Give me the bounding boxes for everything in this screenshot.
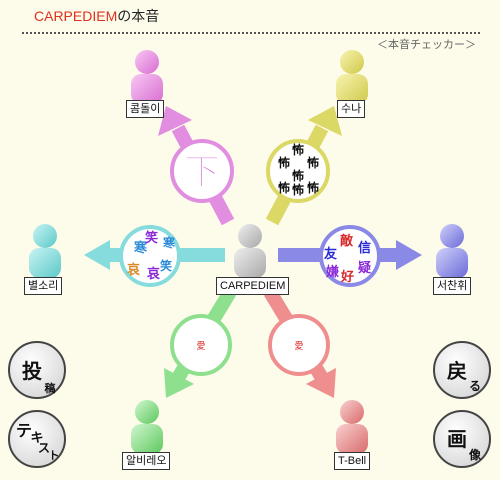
bubble-char: 怖 [278, 155, 290, 170]
header-divider [22, 32, 480, 34]
person-top-right-icon [336, 50, 368, 104]
person-right-icon [436, 224, 468, 278]
bubble-top-right: 怖 怖 怖 怖 怖 怖 怖 [266, 139, 330, 203]
bubble-char: 愛 [196, 340, 205, 352]
bubble-char: 怖 [292, 142, 304, 157]
image-char: 像 [469, 447, 482, 462]
person-label-right[interactable]: 서찬휘 [433, 277, 472, 295]
bubble-char: 笑 [160, 258, 172, 273]
text-char: キ [30, 431, 43, 446]
title-suffix: の本音 [117, 9, 160, 25]
bubble-char: 哀 [147, 266, 161, 282]
bubble-char: 信 [358, 240, 371, 256]
bubble-char: 愛 [294, 340, 303, 352]
text-char: ス [38, 441, 50, 455]
person-label-left[interactable]: 별소리 [24, 277, 63, 295]
bubble-bottom-right: 愛 [268, 314, 330, 376]
bubble-right: 敵 信 友 嫌 好 疑 [319, 225, 381, 287]
bubble-char: 下 [184, 152, 220, 193]
bubble-char: 好 [340, 269, 354, 285]
bubble-char: 疑 [358, 260, 371, 276]
text-button[interactable]: テ キ ス ト [8, 410, 66, 468]
bubble-left: 寒 笑 寒 哀 哀 笑 [119, 225, 181, 287]
bubble-char: 友 [324, 246, 337, 262]
back-button[interactable]: 戻 る [433, 341, 491, 399]
post-char: 投 [22, 359, 42, 383]
person-top-left-icon [131, 50, 163, 104]
person-bottom-right-icon [336, 400, 368, 454]
person-label-bottom-left[interactable]: 알비레오 [122, 452, 171, 470]
bubble-char: 寒 [162, 235, 175, 250]
back-char: 戻 [447, 359, 467, 383]
image-button[interactable]: 画 像 [433, 410, 491, 468]
person-center-icon [234, 224, 266, 278]
text-char: テ [16, 421, 32, 440]
bubble-char: 怖 [292, 168, 304, 183]
bubble-char: 怖 [307, 155, 319, 170]
bubble-char: 哀 [127, 262, 141, 278]
person-label-top-right[interactable]: 수나 [337, 100, 366, 118]
person-bottom-left-icon [131, 400, 163, 454]
bubble-bottom-left: 愛 [170, 314, 232, 376]
bubble-char: 嫌 [325, 264, 339, 280]
text-char: ト [49, 449, 60, 462]
bubble-char: 笑 [145, 230, 158, 246]
bubble-char: 怖 [278, 180, 290, 195]
bubble-char: 敵 [340, 233, 354, 249]
bubble-char: 怖 [292, 182, 304, 197]
back-char: る [469, 379, 481, 393]
bubble-char: 寒 [133, 240, 148, 256]
post-button[interactable]: 投 稿 [8, 341, 66, 399]
person-label-bottom-right[interactable]: T-Bell [334, 452, 371, 470]
person-left-icon [29, 224, 61, 278]
post-char: 稿 [45, 381, 56, 395]
title-name: CARPEDIEM [34, 8, 118, 24]
checker-label: ＜本音チェッカー＞ [377, 38, 476, 51]
page-title: CARPEDIEMの本音 [34, 6, 159, 26]
bubble-char: 怖 [307, 180, 319, 195]
bubble-top-left: 下 [170, 139, 234, 203]
person-label-top-left[interactable]: 콤돌이 [126, 100, 165, 118]
center-name-label: CARPEDIEM [216, 277, 290, 295]
image-char: 画 [447, 427, 467, 451]
